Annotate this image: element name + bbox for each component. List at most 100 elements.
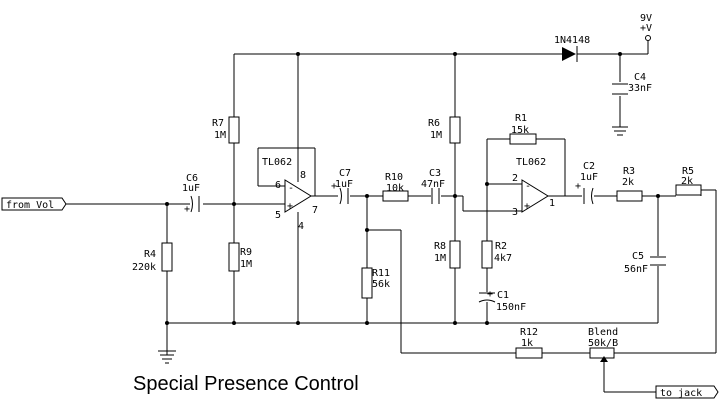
c2-ref: C2 xyxy=(583,161,595,172)
r4-value: 220k xyxy=(132,262,156,273)
r8-ref: R8 xyxy=(434,241,446,252)
r3-ref: R3 xyxy=(623,166,635,177)
r3-value: 2k xyxy=(622,177,634,188)
junction-dot xyxy=(365,228,369,232)
c1-ref: C1 xyxy=(497,290,509,301)
junction-dot xyxy=(453,52,457,56)
from-vol-terminal xyxy=(1,197,67,211)
r7-ref: R7 xyxy=(212,118,224,129)
c7-plus: + xyxy=(331,181,337,192)
from-vol-label: from Vol xyxy=(6,200,54,211)
labels: 9V +V 1N4148 C4 33nF R7 1M R6 1M R1 15k … xyxy=(132,13,694,395)
c1-plus: + xyxy=(487,289,493,300)
junction-dot xyxy=(165,202,169,206)
r5-value: 2k xyxy=(681,176,693,187)
r6-resistor xyxy=(449,116,461,144)
c3-ref: C3 xyxy=(429,168,441,179)
u1-name: TL062 xyxy=(262,157,292,168)
ground-icon xyxy=(158,350,176,364)
r2-value: 4k7 xyxy=(494,253,512,264)
c2-capacitor-plate xyxy=(591,187,594,205)
opamp-u2-triangle xyxy=(521,179,549,213)
c2-value: 1uF xyxy=(580,172,598,183)
junction-dot xyxy=(296,321,300,325)
to-jack-label: to jack xyxy=(660,388,702,399)
c6-capacitor-plate xyxy=(190,195,193,213)
c6-plus: + xyxy=(184,204,190,215)
c2-plus: + xyxy=(575,181,581,192)
diagram-title: Special Presence Control xyxy=(133,373,359,395)
to-jack-terminal xyxy=(655,385,719,399)
junction-dot xyxy=(232,321,236,325)
r1-ref: R1 xyxy=(515,113,527,124)
blend-value: 50k/B xyxy=(588,338,618,349)
r9-ref: R9 xyxy=(240,247,252,258)
r3-resistor xyxy=(616,190,643,202)
u2-pin-1: 1 xyxy=(549,198,555,209)
junction-dot xyxy=(453,321,457,325)
junction-dot xyxy=(365,321,369,325)
diode-1n4148 xyxy=(560,46,582,62)
r11-resistor xyxy=(361,267,373,299)
opamp-minus-sign: - xyxy=(288,183,294,194)
capacitors xyxy=(190,83,666,303)
u1-pin-7: 7 xyxy=(312,205,318,216)
r8-resistor xyxy=(449,240,461,269)
c3-value: 47nF xyxy=(421,179,445,190)
c4-value: 33nF xyxy=(628,83,652,94)
c7-capacitor-plate xyxy=(339,187,342,205)
junction-dot xyxy=(365,194,369,198)
opamp-u1-triangle xyxy=(284,179,312,213)
r5-ref: R5 xyxy=(682,166,694,177)
junction-dot xyxy=(232,202,236,206)
opamp-u2: - + xyxy=(521,179,549,213)
r10-value: 10k xyxy=(386,183,404,194)
c7-value: 1uF xyxy=(335,179,353,190)
r1-resistor xyxy=(509,133,537,145)
r7-resistor xyxy=(228,116,240,144)
junction-dot xyxy=(165,321,169,325)
c4-ref: C4 xyxy=(634,72,646,83)
c6-value: 1uF xyxy=(182,183,200,194)
junction-dots xyxy=(165,52,660,325)
c7-ref: C7 xyxy=(339,168,351,179)
r1-value: 15k xyxy=(511,125,529,136)
c5-value: 56nF xyxy=(624,264,648,275)
opamp-plus-sign: + xyxy=(524,201,530,212)
u1-pin-4: 4 xyxy=(298,221,304,232)
r12-resistor xyxy=(515,347,543,359)
u1-pin-6: 6 xyxy=(275,180,281,191)
junction-dot xyxy=(485,321,489,325)
junction-dot xyxy=(618,52,622,56)
ground-symbols xyxy=(158,126,628,364)
r2-resistor xyxy=(481,240,493,269)
r10-ref: R10 xyxy=(385,172,403,183)
blend-ref: Blend xyxy=(588,327,618,338)
opamp-minus-sign: - xyxy=(525,181,531,192)
c6-ref: C6 xyxy=(186,173,198,184)
opamp-plus-sign: + xyxy=(287,201,293,212)
diode-icon xyxy=(562,47,576,61)
u1-pin-8: 8 xyxy=(300,170,306,181)
r6-ref: R6 xyxy=(428,118,440,129)
r12-value: 1k xyxy=(521,338,533,349)
r12-ref: R12 xyxy=(520,327,538,338)
supply-voltage-label: 9V xyxy=(640,13,652,24)
wiper-arrow-icon xyxy=(600,356,608,362)
u1-pin-5: 5 xyxy=(275,210,281,221)
junction-dot xyxy=(453,194,457,198)
r7-value: 1M xyxy=(214,130,226,141)
r2-ref: R2 xyxy=(495,241,507,252)
r8-value: 1M xyxy=(434,253,446,264)
c1-capacitor-plate xyxy=(478,299,496,303)
d1-label: 1N4148 xyxy=(554,35,590,46)
supply-rail-label: +V xyxy=(640,23,652,34)
supply-terminal-icon xyxy=(645,35,651,41)
junction-dot xyxy=(296,52,300,56)
junction-dot xyxy=(485,182,489,186)
junction-dot xyxy=(656,194,660,198)
r10-resistor xyxy=(382,190,409,202)
r4-ref: R4 xyxy=(144,249,156,260)
